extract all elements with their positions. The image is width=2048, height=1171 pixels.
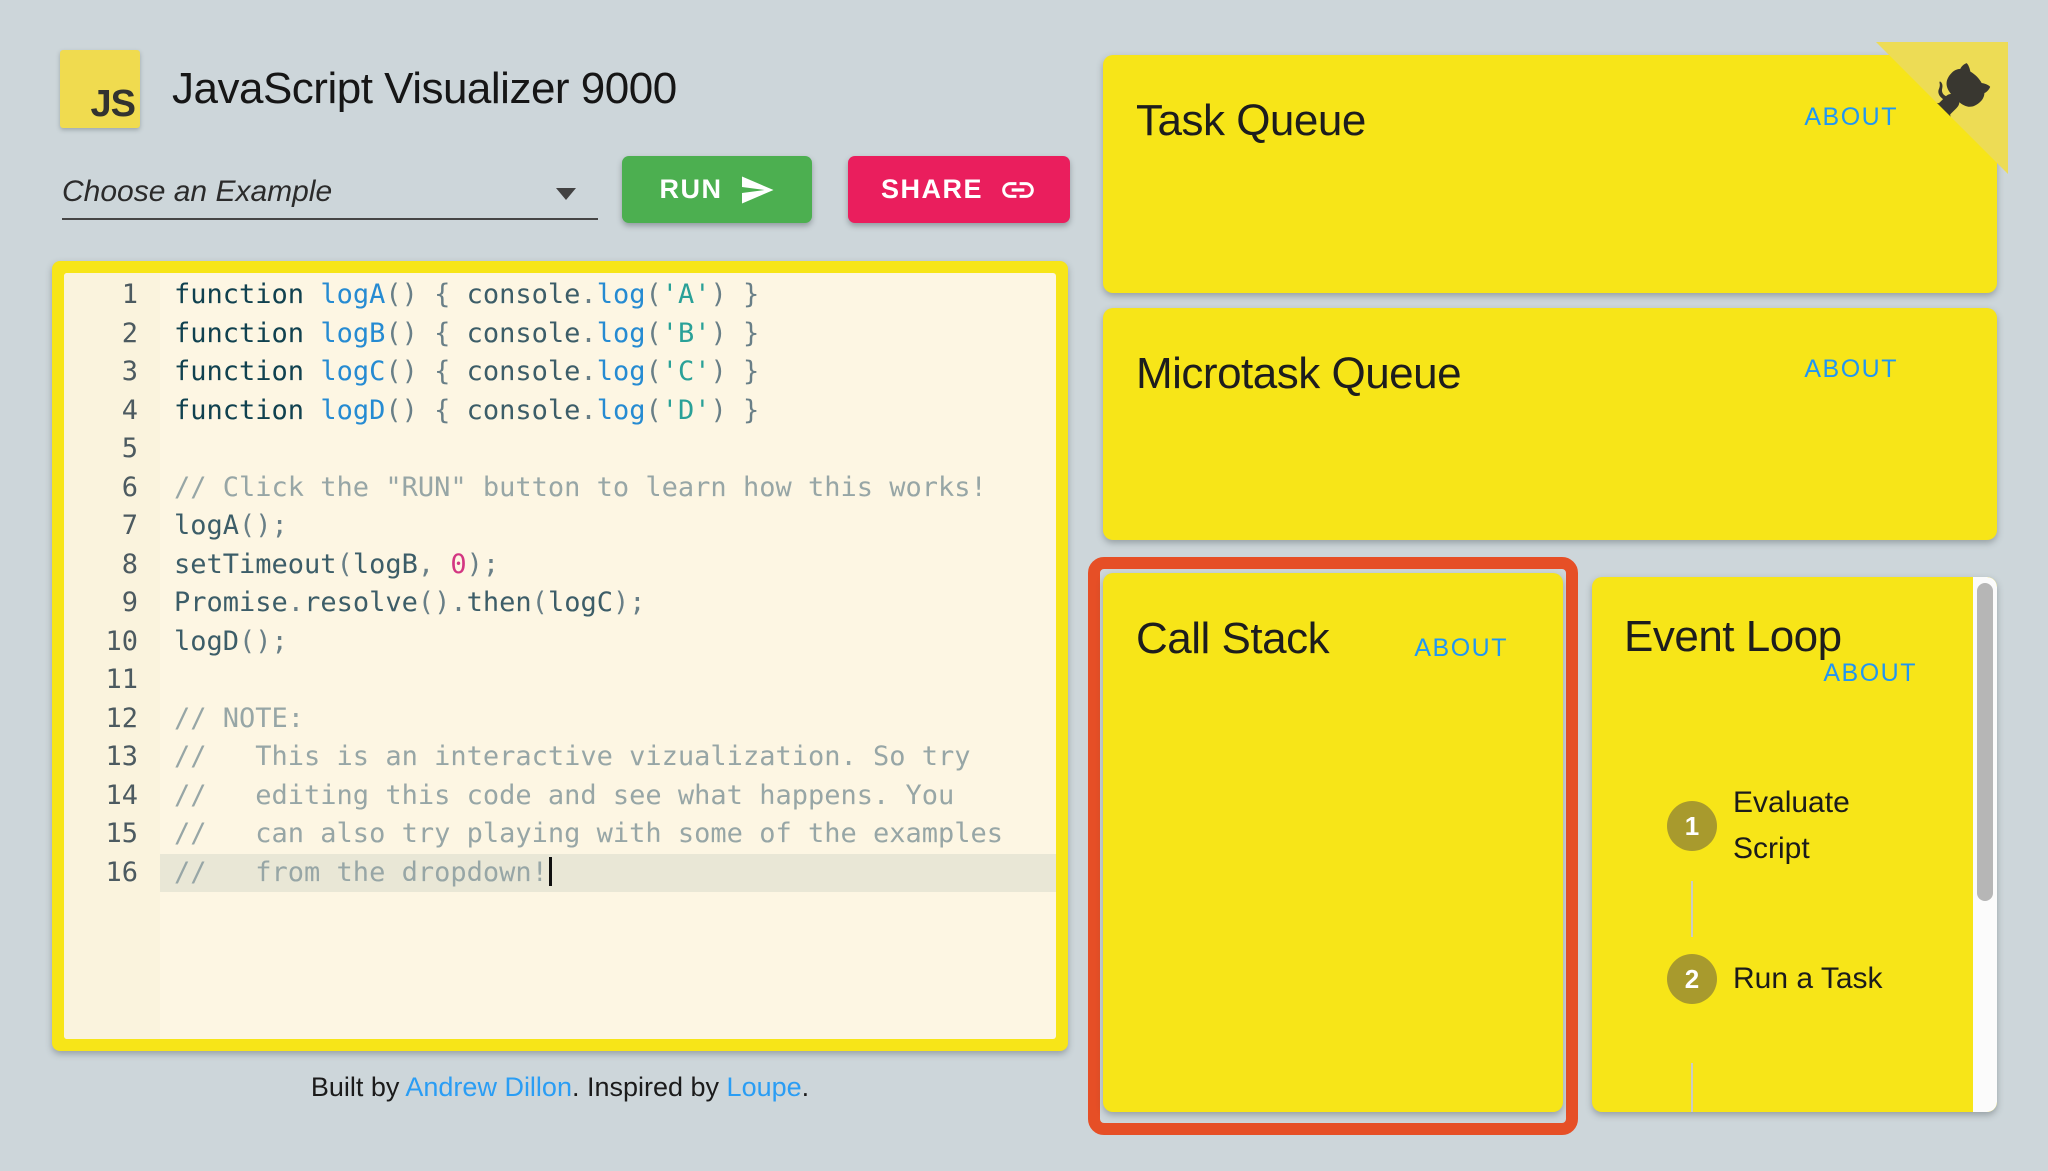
inspiration-link[interactable]: Loupe [726,1072,802,1102]
send-icon [739,172,775,208]
share-button-label: SHARE [880,174,983,204]
code-line: 7 logA(); [64,507,1056,546]
code-editor-surface[interactable]: 1 function logA() { console.log('A') } 2 fu… [64,273,1056,1039]
code-editor[interactable]: 1 function logA() { console.log('A') } 2 fu… [52,261,1068,1051]
footer-text: . Inspired by [571,1072,727,1102]
link-icon [999,171,1037,209]
line-number: 10 [105,625,138,657]
step-1-badge: 1 [1667,801,1717,851]
code-line-text [160,661,1056,700]
step-2-badge: 2 [1667,954,1717,1004]
code-line-text: // This is an interactive vizualization.… [174,741,971,772]
task-queue-about-link[interactable]: ABOUT [1804,103,1898,131]
line-number: 4 [121,394,138,426]
code-line-text: // editing this code and see what happen… [174,779,955,811]
step-connector-line [1691,881,1693,937]
code-line: 2 function logB() { console.log('B') } [64,315,1056,354]
task-queue-title: Task Queue [1136,96,1366,145]
page-title: JavaScript Visualizer 9000 [172,64,677,113]
event-loop-title: Event Loop [1624,612,1842,661]
text-cursor [548,856,552,886]
code-line: 15 // can also try playing with some of t… [64,815,1056,854]
line-number: 5 [121,433,138,464]
js-logo-text: JS [90,83,136,125]
code-line-text: logA(); [174,510,288,541]
code-line-text: function logA() { console.log('A') } [174,279,760,310]
code-line-text: // can also try playing with some of the… [174,818,1004,849]
code-line-text: // NOTE: [174,702,305,734]
call-stack-panel: Call Stack ABOUT [1103,573,1563,1112]
line-number-gutter [64,273,160,1039]
example-select-value: Choose an Example [62,175,333,208]
run-button-label: RUN [659,174,723,204]
octocat-icon [1876,42,2008,174]
step-connector-line [1691,1063,1693,1112]
code-line-text [160,430,1056,469]
footer-text: Built by [310,1072,406,1102]
code-line: 10 logD(); [64,623,1056,662]
code-line-text: function logB() { console.log('B') } [174,317,760,349]
step-2-label: Run a Task [1733,962,1883,995]
code-line: 9 Promise.resolve().then(logC); [64,584,1056,623]
run-button[interactable]: RUN [622,156,812,223]
code-line: 12 // NOTE: [64,700,1056,739]
line-number: 6 [121,471,138,503]
microtask-queue-about-link[interactable]: ABOUT [1804,355,1898,383]
code-line-text: function logC() { console.log('C') } [174,356,760,387]
line-number: 16 [105,856,138,888]
code-line-text: Promise.resolve().then(logC); [174,587,646,618]
code-line: 16 // from the dropdown! [64,853,1056,892]
line-number: 7 [121,510,138,541]
line-number: 8 [121,548,138,580]
code-line: 3 function logC() { console.log('C') } [64,353,1056,392]
line-number: 9 [121,587,138,618]
footer-credit: Built by Andrew Dillon. Inspired by Loup… [52,1072,1068,1103]
code-line: 11 [64,661,1056,700]
code-line: 14 // editing this code and see what happ… [64,777,1056,816]
line-number: 13 [105,741,138,772]
line-number: 3 [121,356,138,387]
event-loop-about-link[interactable]: ABOUT [1823,659,1917,687]
call-stack-highlight-border: Call Stack ABOUT [1088,557,1578,1135]
share-button[interactable]: SHARE [848,156,1070,223]
js-logo: JS [60,50,140,128]
author-link[interactable]: Andrew Dillon [405,1072,572,1102]
line-number: 14 [105,779,138,811]
code-line-text: logD(); [174,625,288,657]
event-loop-scrollbar-track[interactable] [1973,577,1997,1112]
code-line-text: setTimeout(logB, 0); [174,548,500,580]
code-line: 4 function logD() { console.log('D') } [64,392,1056,431]
call-stack-title: Call Stack [1136,614,1330,663]
chevron-down-icon [556,188,576,200]
event-loop-step-2: 2 Run a Task [1667,954,1883,1004]
code-lines: 1 function logA() { console.log('A') } 2 fu… [64,276,1056,892]
line-number: 12 [105,702,138,734]
line-number: 15 [105,818,138,849]
line-number: 1 [121,279,138,310]
code-line: 6 // Click the "RUN" button to learn how … [64,469,1056,508]
code-line-text: // Click the "RUN" button to learn how t… [174,471,987,503]
code-line-text: function logD() { console.log('D') } [174,394,760,426]
step-1-label: Evaluate Script [1733,786,1850,865]
line-number: 11 [105,664,138,695]
code-line-text: // from the dropdown! [160,853,1056,892]
event-loop-scrollbar-thumb[interactable] [1977,583,1993,901]
code-line: 8 setTimeout(logB, 0); [64,546,1056,585]
call-stack-about-link[interactable]: ABOUT [1414,634,1508,662]
example-select[interactable]: Choose an Example [62,168,598,220]
code-line: 1 function logA() { console.log('A') } [64,276,1056,315]
microtask-queue-panel: Microtask Queue ABOUT [1103,308,1997,540]
event-loop-step-1: 1 Evaluate Script [1667,780,1883,872]
microtask-queue-title: Microtask Queue [1136,349,1462,398]
event-loop-panel: Event Loop ABOUT 1 Evaluate Script 2 Run… [1592,577,1997,1112]
github-corner-link[interactable] [1876,42,2008,174]
footer-text: . [801,1072,810,1102]
task-queue-panel: Task Queue ABOUT [1103,55,1997,293]
code-line: 13 // This is an interactive vizualizatio… [64,738,1056,777]
line-number: 2 [121,317,138,349]
code-line: 5 [64,430,1056,469]
